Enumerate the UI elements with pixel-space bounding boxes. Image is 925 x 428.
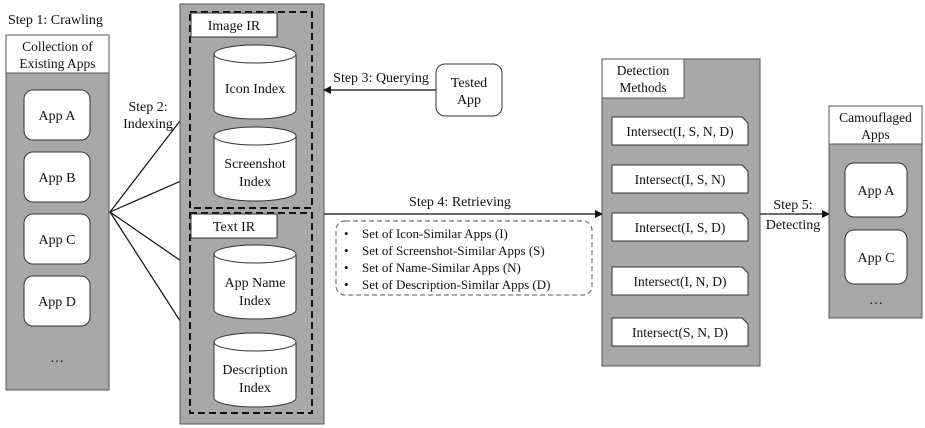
icon-index-cylinder: Icon Index [213, 44, 297, 120]
step5-label-line1: Step 5: [773, 198, 812, 213]
collection-ellipsis: … [50, 351, 64, 366]
app-name-index-label-line1: App Name [224, 276, 285, 291]
detection-header-box [601, 58, 685, 99]
detection-method-label: Intersect(I, S, N) [635, 172, 726, 187]
detection-method-label: Intersect(S, N, D) [632, 325, 728, 340]
collection-app-a: App A [23, 89, 91, 141]
tested-app-box: Tested App [435, 63, 503, 117]
image-ir-title: Image IR [208, 19, 261, 34]
detection-method-1: Intersect(I, S, N, D) [611, 116, 749, 146]
collection-app-d: App D [23, 275, 91, 327]
collection-app-c: App C [23, 213, 91, 265]
collection-app-label: App A [39, 109, 77, 124]
step3-label: Step 3: Querying [333, 71, 429, 86]
detection-title-line2: Methods [619, 80, 666, 95]
description-index-label-line2: Index [239, 381, 271, 396]
detection-method-label: Intersect(I, S, N, D) [626, 124, 733, 139]
similar-set-item: Set of Screenshot-Similar Apps (S) [362, 243, 545, 258]
detection-title-line1: Detection [617, 63, 670, 78]
detection-method-label: Intersect(I, N, D) [634, 274, 727, 289]
app-name-index-label-line2: Index [239, 294, 271, 309]
image-ir-label-box [190, 12, 278, 38]
collection-app-label: App B [39, 171, 76, 186]
screenshot-index-label-line1: Screenshot [224, 157, 286, 172]
detection-method-5: Intersect(S, N, D) [611, 317, 749, 347]
step1-label: Step 1: Crawling [8, 13, 103, 28]
bullet-2: • [344, 243, 349, 258]
app-name-index-cylinder: App Name Index [213, 244, 297, 320]
camouflaged-title-line2: Apps [861, 127, 890, 142]
step4-label: Step 4: Retrieving [409, 195, 511, 210]
step5-label-line2: Detecting [766, 218, 820, 233]
description-index-cylinder: Description Index [213, 332, 297, 408]
detection-method-4: Intersect(I, N, D) [611, 266, 749, 296]
collection-header-box [5, 34, 110, 74]
collection-panel [5, 34, 110, 391]
screenshot-index-label-line2: Index [239, 175, 271, 190]
text-ir-group [189, 212, 313, 414]
detection-method-label: Intersect(I, S, D) [635, 220, 726, 235]
description-index-label-line1: Description [222, 363, 287, 378]
tested-app-line2: App [457, 93, 481, 108]
text-ir-label-box [190, 213, 278, 239]
detection-method-3: Intersect(I, S, D) [611, 212, 749, 242]
collection-app-label: App C [39, 233, 76, 248]
step2-label-line2: Indexing [123, 117, 173, 132]
camouflaged-title-line1: Camouflaged [839, 110, 912, 125]
text-ir-title: Text IR [213, 220, 256, 235]
step2-label-line1: Step 2: [128, 100, 167, 115]
camouflaged-app-a: App A [844, 162, 908, 218]
similar-set-item: Set of Icon-Similar Apps (I) [362, 226, 508, 241]
bullet-3: • [344, 260, 349, 275]
camouflaged-app-label: App C [858, 251, 895, 266]
similar-set-item: Set of Description-Similar Apps (D) [362, 277, 550, 292]
screenshot-index-cylinder: Screenshot Index [213, 126, 297, 202]
icon-index-label-line1: Icon Index [225, 82, 285, 97]
similar-sets-box [335, 220, 593, 296]
bullet-1: • [344, 226, 349, 241]
detection-method-2: Intersect(I, S, N) [611, 164, 749, 194]
collection-app-label: App D [38, 295, 76, 310]
similar-set-item: Set of Name-Similar Apps (N) [362, 260, 521, 275]
tested-app-line1: Tested [451, 76, 487, 91]
image-ir-group [189, 11, 313, 209]
camouflaged-app-c: App C [844, 229, 908, 285]
collection-title-line2: Existing Apps [19, 56, 95, 71]
camouflaged-app-label: App A [858, 184, 896, 199]
camouflaged-header-box [828, 105, 923, 145]
collection-app-b: App B [23, 151, 91, 203]
bullet-4: • [344, 277, 349, 292]
similar-sets-list: • Set of Icon-Similar Apps (I) • Set of … [344, 226, 550, 292]
camouflaged-ellipsis: … [869, 293, 883, 308]
collection-title-line1: Collection of [22, 39, 93, 54]
